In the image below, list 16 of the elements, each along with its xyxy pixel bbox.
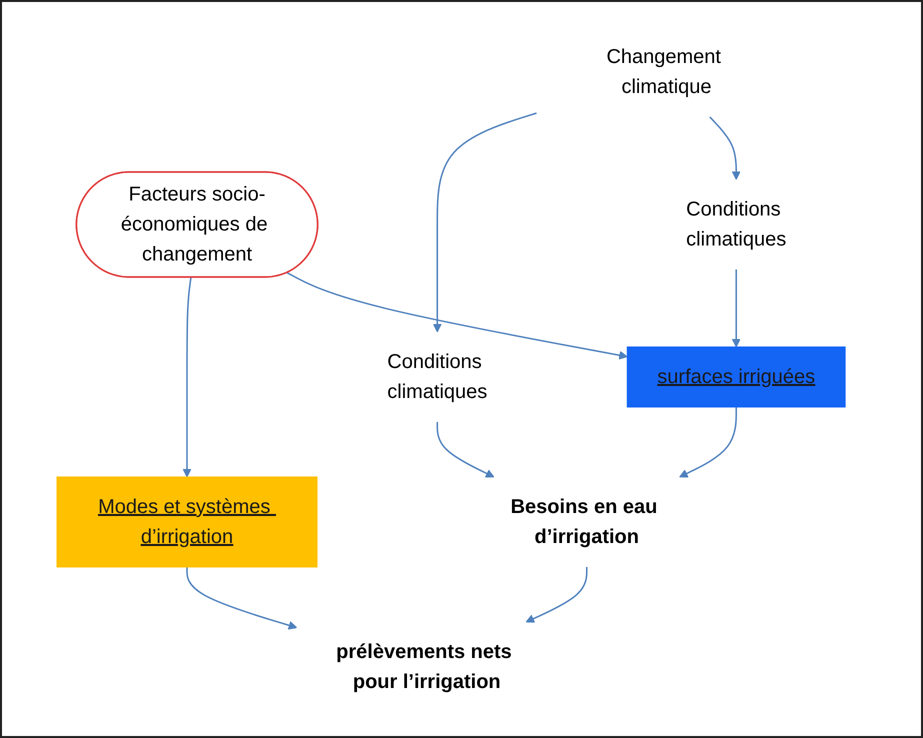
arrow	[286, 272, 628, 360]
node-box: Modes et systèmes d’irrigation	[56, 476, 318, 567]
arrow	[186, 566, 298, 630]
node-text: Changement climatique	[606, 46, 721, 98]
node-text: Conditions climatiques	[387, 350, 488, 402]
arrow	[182, 276, 192, 477]
arrow	[432, 112, 537, 332]
arrow	[679, 406, 737, 477]
arrow	[436, 422, 494, 477]
arrow	[732, 269, 740, 347]
arrow	[709, 116, 740, 180]
node-box: surfaces irriguées	[626, 346, 846, 407]
node-text: prélèvements nets pour l’irrigation	[336, 640, 512, 692]
node-text: Besoins en eau d’irrigation	[510, 495, 658, 548]
arrow	[526, 566, 588, 622]
node-text: Conditions climatiques	[686, 198, 786, 250]
